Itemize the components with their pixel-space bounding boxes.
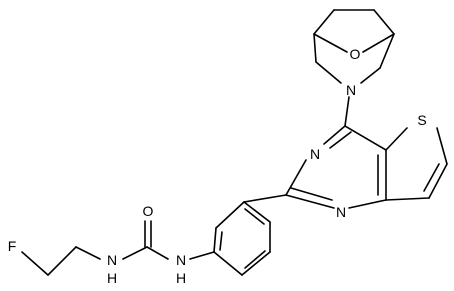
nitrogen-urea-right-label: N — [176, 252, 186, 268]
bond — [215, 201, 245, 229]
bond — [313, 9, 335, 35]
bond — [360, 67, 381, 84]
nitrogen-pyrimidine-top-label: N — [310, 146, 320, 162]
bond — [362, 33, 395, 53]
bond — [436, 127, 448, 165]
bond — [323, 125, 346, 145]
bond — [290, 187, 333, 201]
bond — [313, 33, 348, 53]
bond — [146, 246, 169, 260]
bond — [244, 208, 265, 225]
nitrogen-urea-left-label: N — [107, 252, 117, 268]
bond — [285, 159, 307, 196]
bond — [47, 246, 77, 276]
bond — [315, 61, 342, 84]
bond — [385, 197, 430, 201]
bond — [329, 131, 352, 149]
bond — [423, 163, 440, 192]
bond — [75, 246, 101, 260]
bond — [219, 231, 223, 251]
bond — [313, 33, 317, 63]
fluorine-label: F — [8, 238, 17, 254]
bond — [213, 227, 217, 253]
bond — [428, 163, 448, 199]
bond — [241, 251, 271, 276]
bond — [243, 194, 287, 203]
bond — [348, 199, 387, 209]
bond — [385, 127, 408, 151]
oxygen-carbonyl-label: O — [143, 203, 154, 219]
bond — [379, 33, 395, 69]
bond — [285, 194, 335, 209]
bond — [243, 201, 271, 223]
bond — [189, 251, 215, 260]
oxygen-bridge-label: O — [350, 46, 361, 62]
bond — [213, 251, 243, 276]
hydrogen-urea-right-label: H — [176, 270, 186, 286]
sulfur-thiophene-label: S — [417, 112, 426, 128]
hydrogen-urea-left-label: H — [107, 270, 117, 286]
nitrogen-bicyclic-label: N — [346, 82, 356, 98]
bond — [244, 250, 266, 269]
bond — [344, 96, 350, 127]
nitrogen-pyrimidine-bottom-label: N — [336, 204, 346, 220]
bond — [373, 9, 395, 35]
bond — [122, 246, 148, 260]
bond — [344, 125, 387, 151]
bond — [21, 251, 49, 276]
